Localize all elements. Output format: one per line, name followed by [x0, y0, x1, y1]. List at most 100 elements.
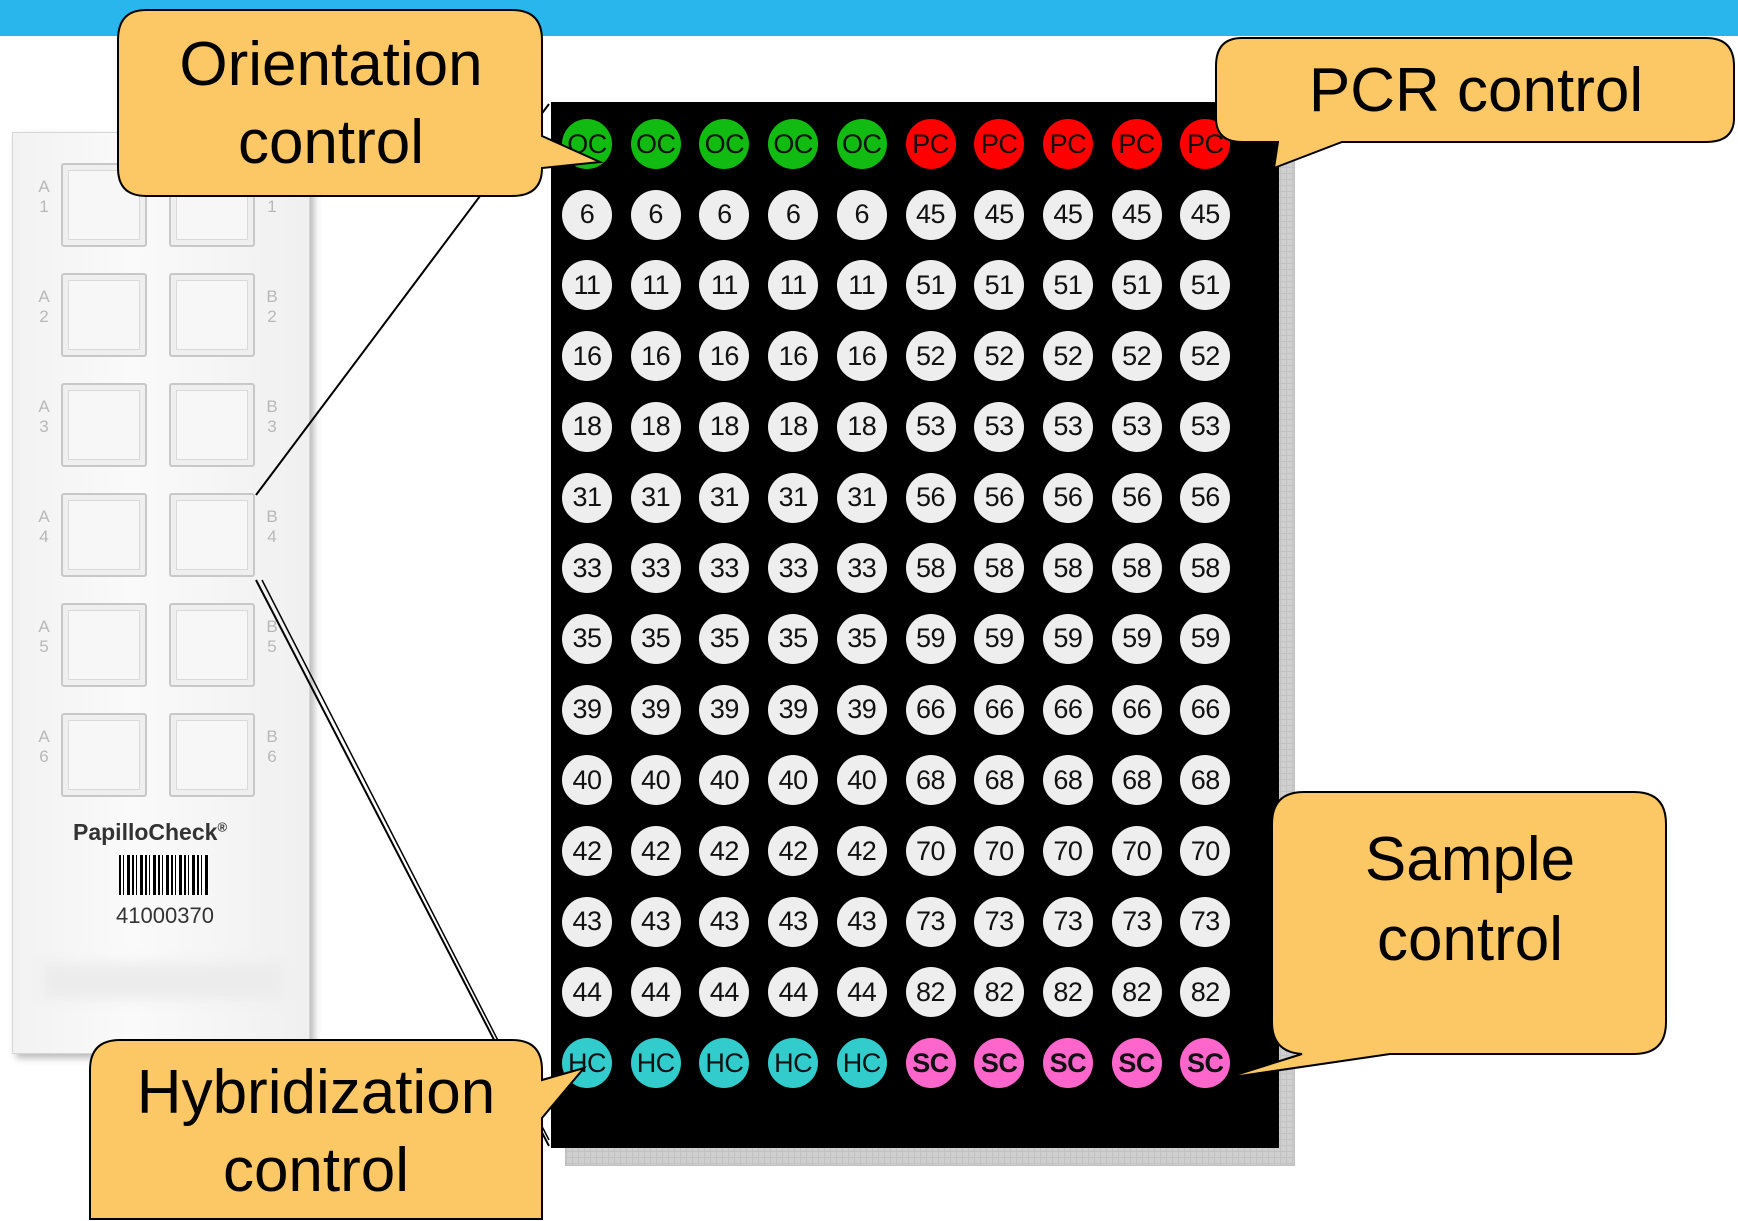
probe-spot-11: 11: [630, 260, 681, 311]
probe-spot-6: 6: [768, 189, 819, 240]
probe-spot-11: 11: [836, 260, 887, 311]
probe-spot-53: 53: [1180, 401, 1231, 452]
callout-hybridization-text: Hybridization control: [136, 1058, 496, 1205]
well-a4: [61, 493, 147, 577]
probe-spot-52: 52: [1042, 331, 1093, 382]
probe-spot-40: 40: [630, 755, 681, 806]
probe-spot-35: 35: [768, 613, 819, 664]
probe-spot-59: 59: [1111, 613, 1162, 664]
probe-spot-35: 35: [562, 613, 612, 664]
probe-spot-73: 73: [1042, 896, 1093, 947]
probe-spot-53: 53: [1111, 401, 1162, 452]
probe-spot-pc: PC: [974, 119, 1025, 169]
probe-spot-56: 56: [1180, 472, 1231, 523]
well-a5: [61, 603, 147, 687]
probe-spot-oc: OC: [630, 119, 681, 169]
well-b2: [169, 273, 255, 357]
probe-spot-hc: HC: [630, 1038, 681, 1089]
registered-mark: ®: [217, 819, 228, 835]
probe-spot-59: 59: [1180, 613, 1231, 664]
papillocheck-chip: A 1 A 2 A 3 A 4 A 5 A 6 B 1 B 2 B 3 B 4 …: [12, 132, 310, 1054]
probe-spot-58: 58: [1042, 543, 1093, 594]
probe-spot-53: 53: [974, 401, 1025, 452]
probe-spot-53: 53: [905, 401, 956, 452]
probe-spot-16: 16: [630, 331, 681, 382]
probe-spot-68: 68: [905, 755, 956, 806]
probe-spot-68: 68: [1042, 755, 1093, 806]
probe-spot-hc: HC: [768, 1038, 819, 1089]
probe-spot-42: 42: [836, 826, 887, 876]
well-label-a5: A 5: [38, 617, 50, 656]
probe-spot-16: 16: [768, 331, 819, 382]
probe-spot-42: 42: [699, 826, 750, 876]
probe-spot-33: 33: [562, 543, 612, 594]
probe-spot-59: 59: [1042, 613, 1093, 664]
probe-spot-31: 31: [630, 472, 681, 523]
probe-spot-43: 43: [630, 896, 681, 947]
probe-spot-sc: SC: [1180, 1038, 1231, 1089]
well-label-a2: A 2: [38, 287, 50, 326]
probe-spot-51: 51: [1042, 260, 1093, 311]
probe-spot-51: 51: [905, 260, 956, 311]
probe-spot-6: 6: [836, 189, 887, 240]
probe-spot-73: 73: [974, 896, 1025, 947]
probe-spot-42: 42: [630, 826, 681, 876]
probe-spot-82: 82: [905, 967, 956, 1018]
probe-spot-68: 68: [1111, 755, 1162, 806]
probe-spot-82: 82: [1111, 967, 1162, 1018]
well-label-a3: A 3: [38, 397, 50, 436]
probe-spot-oc: OC: [768, 119, 819, 169]
probe-spot-56: 56: [1042, 472, 1093, 523]
probe-spot-40: 40: [836, 755, 887, 806]
probe-spot-43: 43: [562, 896, 612, 947]
probe-spot-hc: HC: [836, 1038, 887, 1089]
callout-pcr-text: PCR control: [1308, 56, 1644, 125]
well-b6: [169, 713, 255, 797]
probe-spot-59: 59: [905, 613, 956, 664]
probe-spot-40: 40: [768, 755, 819, 806]
probe-spot-73: 73: [905, 896, 956, 947]
probe-spot-44: 44: [699, 967, 750, 1018]
probe-spot-pc: PC: [905, 119, 956, 169]
probe-spot-43: 43: [836, 896, 887, 947]
probe-spot-52: 52: [905, 331, 956, 382]
probe-spot-70: 70: [1180, 826, 1231, 876]
probe-spot-35: 35: [630, 613, 681, 664]
probe-spot-40: 40: [562, 755, 612, 806]
probe-spot-51: 51: [974, 260, 1025, 311]
brand-name: PapilloCheck: [73, 819, 218, 845]
probe-spot-44: 44: [630, 967, 681, 1018]
probe-spot-39: 39: [836, 684, 887, 735]
probe-spot-51: 51: [1180, 260, 1231, 311]
probe-spot-6: 6: [562, 189, 612, 240]
probe-spot-56: 56: [974, 472, 1025, 523]
probe-spot-18: 18: [562, 401, 612, 452]
probe-spot-31: 31: [699, 472, 750, 523]
probe-spot-sc: SC: [974, 1038, 1025, 1089]
probe-spot-59: 59: [974, 613, 1025, 664]
chip-brand: PapilloCheck®: [73, 819, 253, 846]
probe-spot-58: 58: [1111, 543, 1162, 594]
probe-spot-35: 35: [699, 613, 750, 664]
probe-spot-66: 66: [974, 684, 1025, 735]
probe-spot-16: 16: [836, 331, 887, 382]
probe-spot-45: 45: [974, 189, 1025, 240]
probe-spot-35: 35: [836, 613, 887, 664]
well-a3: [61, 383, 147, 467]
well-label-b4: B 4: [266, 507, 278, 546]
probe-spot-pc: PC: [1042, 119, 1093, 169]
probe-spot-6: 6: [699, 189, 750, 240]
well-label-a4: A 4: [38, 507, 50, 546]
probe-spot-52: 52: [1180, 331, 1231, 382]
probe-spot-66: 66: [1042, 684, 1093, 735]
well-a2: [61, 273, 147, 357]
probe-spot-52: 52: [1111, 331, 1162, 382]
callout-pcr-bubble: [1215, 37, 1735, 170]
probe-spot-73: 73: [1111, 896, 1162, 947]
probe-spot-58: 58: [974, 543, 1025, 594]
callout-hybridization: Hybridization control: [88, 1038, 587, 1221]
probe-spot-hc: HC: [699, 1038, 750, 1089]
probe-spot-73: 73: [1180, 896, 1231, 947]
probe-spot-33: 33: [630, 543, 681, 594]
